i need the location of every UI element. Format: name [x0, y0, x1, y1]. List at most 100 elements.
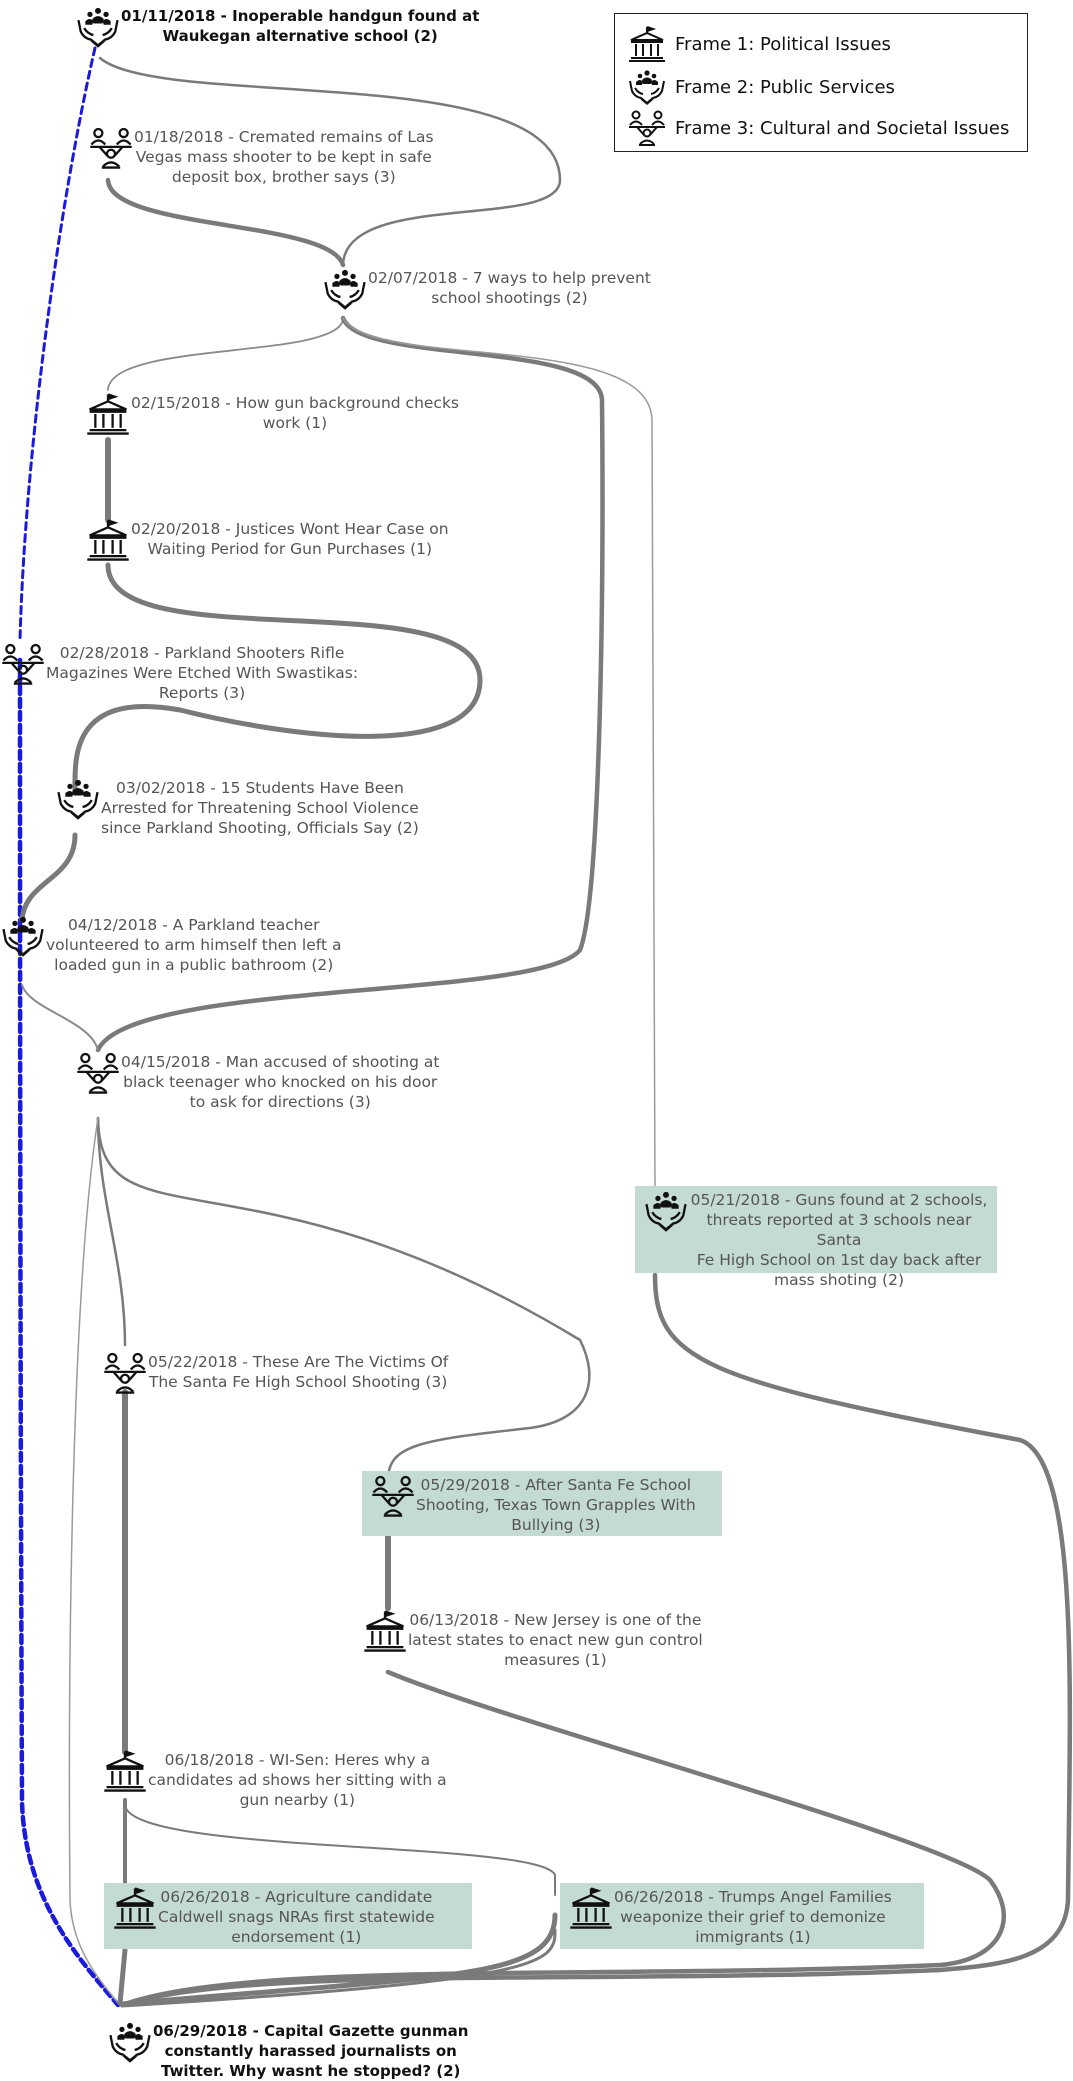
node-01-11: 01/11/2018 - Inoperable handgun found at… [75, 6, 479, 50]
helping-hands-icon [107, 2019, 153, 2065]
node-text-line: 02/20/2018 - Justices Wont Hear Case on [131, 520, 449, 538]
edge [119, 1912, 558, 2007]
legend: Frame 1: Political Issues Frame 2: Publi… [614, 13, 1028, 152]
government-building-icon [85, 517, 131, 563]
legend-label: Frame 2: Public Services [675, 76, 895, 98]
node-04-12: 04/12/2018 - A Parkland teacher volunteer… [0, 915, 341, 975]
legend-label: Frame 3: Cultural and Societal Issues [675, 117, 1010, 139]
node-text-line: loaded gun in a public bathroom (2) [54, 956, 334, 974]
node-text-line: candidates ad shows her sitting with a [148, 1771, 447, 1789]
legend-item-frame-3: Frame 3: Cultural and Societal Issues [627, 108, 1009, 148]
community-people-icon [102, 1350, 148, 1396]
node-text-line: 03/02/2018 - 15 Students Have Been [116, 779, 404, 797]
government-building-icon [112, 1885, 158, 1931]
helping-hands-icon [0, 913, 46, 959]
edge [107, 317, 344, 391]
node-text: 06/26/2018 - Trumps Angel Families weapon… [614, 1887, 892, 1947]
node-text-line: threats reported at 3 schools near Santa [706, 1211, 972, 1249]
node-text: 04/12/2018 - A Parkland teacher volunteer… [46, 915, 341, 975]
node-text-line: 01/11/2018 - Inoperable handgun found at [121, 7, 480, 25]
node-text-line: mass shoting (2) [774, 1271, 904, 1289]
helping-hands-icon [322, 266, 368, 312]
legend-item-frame-1: Frame 1: Political Issues [627, 24, 891, 64]
node-text-line: Waiting Period for Gun Purchases (1) [147, 540, 433, 558]
node-06-26-angel-families: 06/26/2018 - Trumps Angel Families weapon… [560, 1883, 924, 1949]
edge [96, 1116, 127, 1347]
node-text-line: Twitter. Why wasnt he stopped? (2) [160, 2062, 461, 2080]
node-text-line: Vegas mass shooter to be kept in safe [135, 148, 432, 166]
node-text-line: weaponize their grief to demonize [620, 1908, 886, 1926]
node-text-line: 01/18/2018 - Cremated remains of Las [134, 128, 434, 146]
node-text-line: endorsement (1) [231, 1928, 362, 1946]
node-text: 06/18/2018 - WI-Sen: Heres why a candidat… [148, 1750, 447, 1810]
legend-label: Frame 1: Political Issues [675, 33, 891, 55]
edge [68, 1117, 119, 2004]
dashed-link-edge [18, 46, 97, 642]
edge [120, 1928, 557, 2008]
node-text-line: 06/26/2018 - Agriculture candidate [160, 1888, 433, 1906]
node-text-line: 06/13/2018 - New Jersey is one of the [409, 1611, 702, 1629]
community-people-icon [370, 1473, 416, 1519]
node-text-line: Bullying (3) [511, 1516, 601, 1534]
government-building-icon [102, 1748, 148, 1794]
node-text-line: Reports (3) [158, 684, 246, 702]
node-text-line: Arrested for Threatening School Violence [101, 799, 419, 817]
node-05-21: 05/21/2018 - Guns found at 2 schools,thr… [635, 1186, 997, 1289]
node-02-20: 02/20/2018 - Justices Wont Hear Case on W… [85, 519, 449, 563]
node-text-line: 06/26/2018 - Trumps Angel Families [614, 1888, 892, 1906]
government-building-icon [85, 391, 131, 437]
node-text-line: 06/18/2018 - WI-Sen: Heres why a [164, 1751, 431, 1769]
node-text-line: deposit box, brother says (3) [171, 168, 396, 186]
edge [117, 1947, 128, 2006]
node-text-line: 02/07/2018 - 7 ways to help prevent [368, 269, 651, 287]
legend-item-frame-2: Frame 2: Public Services [627, 67, 895, 107]
edge [72, 562, 483, 793]
node-text-line: to ask for directions (3) [189, 1093, 371, 1111]
node-text: 02/20/2018 - Justices Wont Hear Case on W… [131, 519, 449, 559]
node-text-line: Waukegan alternative school (2) [162, 27, 438, 45]
community-people-icon [627, 108, 667, 148]
edge [342, 317, 656, 1191]
node-text-line: Shooting, Texas Town Grapples With [416, 1496, 696, 1514]
edge [19, 832, 78, 923]
dashed-link-edge [17, 657, 121, 2008]
edge [119, 1272, 1073, 2008]
node-text-line: 04/12/2018 - A Parkland teacher [67, 916, 320, 934]
community-people-icon [0, 641, 46, 687]
node-06-18: 06/18/2018 - WI-Sen: Heres why a candidat… [102, 1750, 447, 1810]
node-text-line: Magazines Were Etched With Swastikas: [46, 664, 359, 682]
edge [105, 177, 346, 268]
node-text-line: 02/15/2018 - How gun background checks [131, 394, 459, 412]
node-text-line: 04/15/2018 - Man accused of shooting at [121, 1053, 440, 1071]
node-text-line: 05/22/2018 - These Are The Victims Of [148, 1353, 449, 1371]
edge [96, 1116, 591, 1482]
node-text-line: measures (1) [504, 1651, 607, 1669]
edge [98, 56, 562, 267]
helping-hands-icon [643, 1188, 689, 1234]
node-text-line: 05/29/2018 - After Santa Fe School [420, 1476, 692, 1494]
edge [95, 315, 605, 1053]
community-people-icon [75, 1050, 121, 1096]
government-building-icon [362, 1608, 408, 1654]
node-text-line: latest states to enact new gun control [408, 1631, 703, 1649]
node-text-line: volunteered to arm himself then left a [46, 936, 342, 954]
helping-hands-icon [55, 776, 101, 822]
edge [21, 984, 99, 1051]
node-text-line: immigrants (1) [695, 1928, 811, 1946]
node-text-line: 06/29/2018 - Capital Gazette gunman [153, 2022, 469, 2040]
node-text-line: Caldwell snags NRAs first statewide [158, 1908, 435, 1926]
